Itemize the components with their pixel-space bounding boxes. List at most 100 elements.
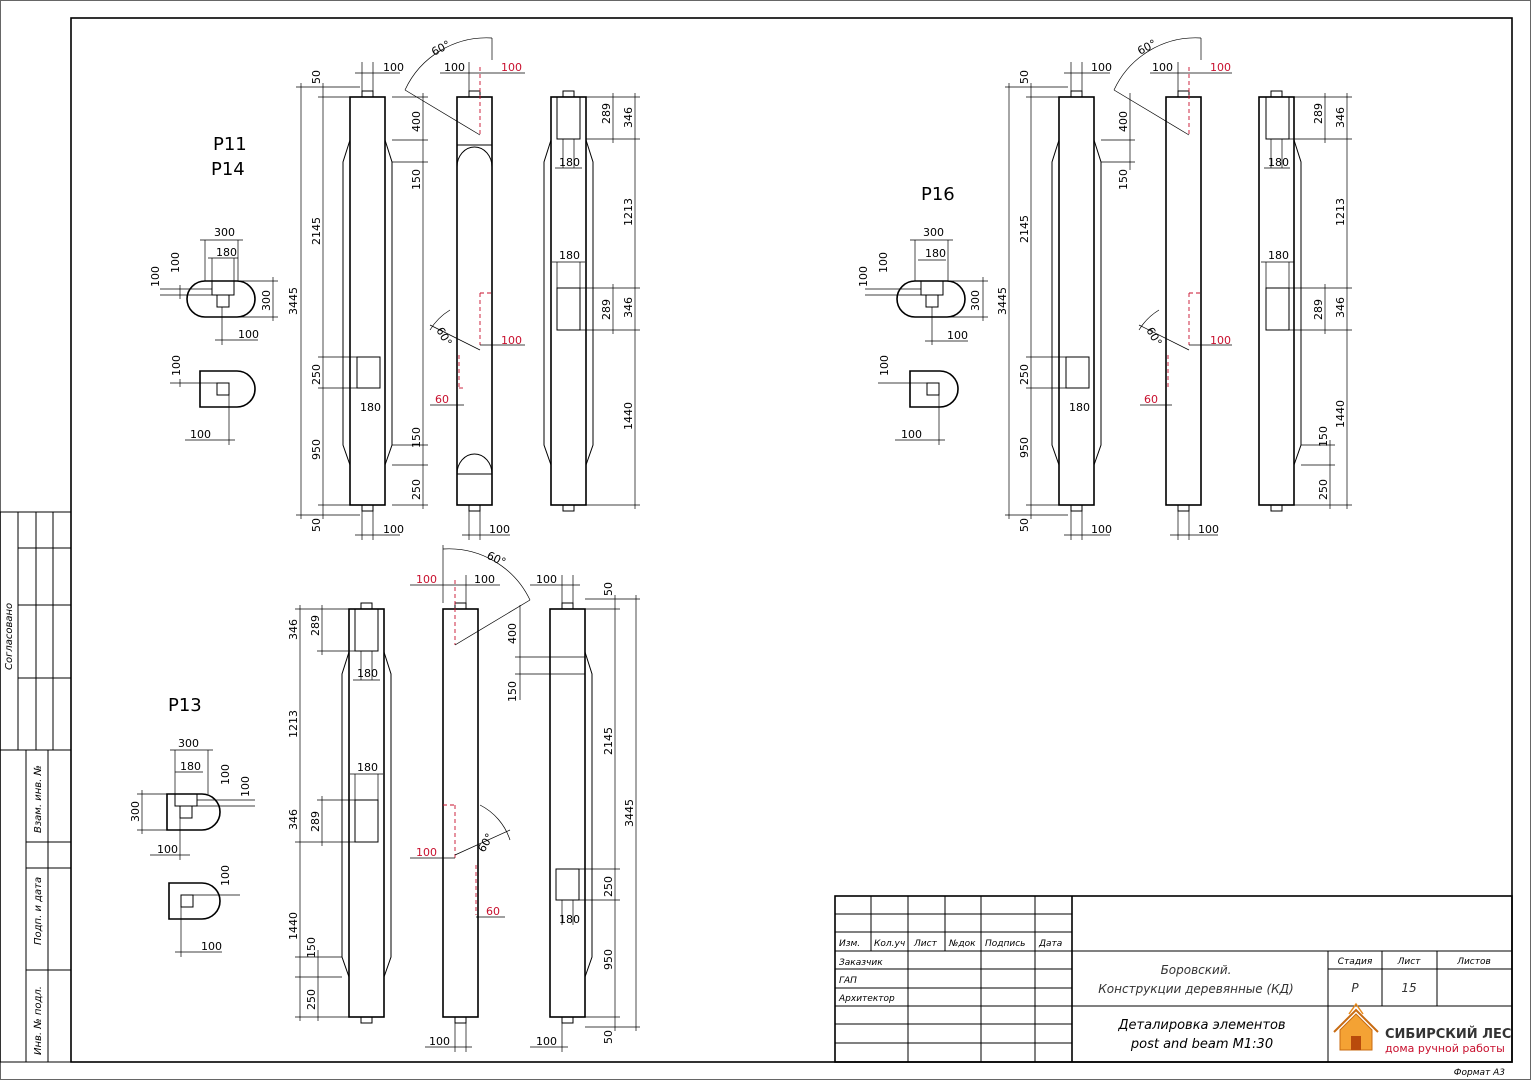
post-view-3: 180 180 289 346 1213 289 346 1440: [543, 90, 640, 512]
dim-950: 950: [310, 439, 323, 460]
dim-400: 400: [506, 623, 519, 644]
dim-1213: 1213: [622, 198, 635, 226]
sheet-label: Лист: [1397, 957, 1422, 967]
dim-100: 100: [1091, 61, 1112, 74]
dim-150: 150: [506, 681, 519, 702]
dim-100: 100: [169, 252, 182, 273]
element-p11-p14: Р11 Р14 300 180 300 100 100 10: [149, 37, 640, 540]
dim-3445: 3445: [287, 287, 300, 315]
dim-100: 100: [901, 428, 922, 441]
dim-100: 100: [149, 266, 162, 287]
dim-100-red: 100: [501, 334, 522, 347]
dim-180: 180: [357, 667, 378, 680]
dim-1213: 1213: [287, 710, 300, 738]
dim-100: 100: [219, 764, 232, 785]
dim-100: 100: [201, 940, 222, 953]
section-bottom: 100 100: [168, 865, 240, 957]
dim-950: 950: [602, 949, 615, 970]
post-view-2: 60° 60° 100 100 100 60 100: [1113, 37, 1232, 540]
section-top: 300 180 300 100 100 100: [149, 226, 278, 345]
dim-250: 250: [1317, 479, 1330, 500]
role-architect: Архитектор: [838, 994, 895, 1004]
dim-180: 180: [1268, 249, 1289, 262]
dim-2145: 2145: [1018, 215, 1031, 243]
dim-50: 50: [1018, 70, 1031, 84]
dim-100: 100: [877, 252, 890, 273]
dim-180: 180: [216, 246, 237, 259]
dim-289: 289: [600, 103, 613, 124]
dim-250: 250: [1018, 364, 1031, 385]
format-label: Формат А3: [1454, 1068, 1506, 1078]
sheets-label: Листов: [1456, 957, 1491, 967]
dim-300: 300: [260, 290, 273, 311]
dim-180: 180: [360, 401, 381, 414]
angle-60: 60°: [485, 549, 508, 569]
dim-100: 100: [1152, 61, 1173, 74]
dim-100-red: 100: [416, 846, 437, 859]
section-top: 300 180 300 100 100 100: [129, 737, 255, 860]
dim-100-red: 100: [1210, 334, 1231, 347]
sheet-description: Деталировка элементов: [1117, 1018, 1285, 1033]
dim-50: 50: [602, 582, 615, 596]
angle-60: 60°: [1135, 37, 1158, 58]
dim-100: 100: [190, 428, 211, 441]
project-section: Конструкции деревянные (КД): [1098, 982, 1293, 996]
section-bottom: 100 100: [878, 355, 959, 445]
dim-60-red: 60: [435, 393, 449, 406]
dim-346: 346: [287, 619, 300, 640]
post-view-2: 60° 60° 100 100 100 60 100: [410, 545, 531, 1052]
dim-346: 346: [1334, 107, 1347, 128]
dim-100: 100: [383, 61, 404, 74]
company-logo: СИБИРСКИЙ ЛЕС дома ручной работы: [1333, 1002, 1511, 1055]
dim-250: 250: [602, 876, 615, 897]
dim-150: 150: [1117, 169, 1130, 190]
dim-300: 300: [923, 226, 944, 239]
dim-150: 150: [305, 937, 318, 958]
dim-346: 346: [287, 809, 300, 830]
dim-100: 100: [170, 355, 183, 376]
dim-180: 180: [559, 156, 580, 169]
dim-100: 100: [489, 523, 510, 536]
dim-60-red: 60: [486, 905, 500, 918]
dim-60-red: 60: [1144, 393, 1158, 406]
dim-100: 100: [536, 1035, 557, 1048]
dim-180: 180: [559, 249, 580, 262]
dim-100: 100: [429, 1035, 450, 1048]
dim-180: 180: [1069, 401, 1090, 414]
dim-100: 100: [219, 865, 232, 886]
sheet-value: 15: [1401, 981, 1416, 995]
dim-180: 180: [1268, 156, 1289, 169]
dim-100: 100: [157, 843, 178, 856]
dim-3445: 3445: [623, 799, 636, 827]
dim-100: 100: [1091, 523, 1112, 536]
dim-180: 180: [357, 761, 378, 774]
dim-100: 100: [444, 61, 465, 74]
dim-346: 346: [622, 107, 635, 128]
section-bottom: 100 100: [170, 355, 256, 445]
element-p13: Р13 300 180 300 100 100 100: [129, 545, 640, 1052]
dim-289: 289: [1312, 103, 1325, 124]
dim-100: 100: [239, 776, 252, 797]
post-view-3: 100 400 150 180 50 2145 3445 250 950 50: [506, 573, 640, 1052]
dim-3445: 3445: [996, 287, 1009, 315]
sheet-description-scale: post and beam M1:30: [1130, 1037, 1273, 1052]
dim-346: 346: [622, 297, 635, 318]
dim-300: 300: [178, 737, 199, 750]
dim-100: 100: [536, 573, 557, 586]
section-top: 300 180 300 100 100 100: [857, 226, 988, 345]
post-view-1: 180 180 346 289 1213 346 289 1440 150 25…: [287, 602, 392, 1024]
col-data: Дата: [1038, 939, 1062, 949]
element-label-p14: Р14: [211, 159, 245, 180]
dim-2145: 2145: [602, 727, 615, 755]
col-list: Лист: [913, 939, 938, 949]
dim-1213: 1213: [1334, 198, 1347, 226]
col-kol-uch: Кол.уч: [874, 939, 905, 949]
left-stamp: Согласовано Взам. инв. № Подп. и дата Ин…: [0, 511, 72, 1063]
dim-100: 100: [238, 328, 259, 341]
dim-100: 100: [947, 329, 968, 342]
dim-100: 100: [1198, 523, 1219, 536]
dim-1440: 1440: [287, 912, 300, 940]
col-izm: Изм.: [839, 939, 860, 949]
inv-replace-label: Взам. инв. №: [33, 765, 44, 833]
